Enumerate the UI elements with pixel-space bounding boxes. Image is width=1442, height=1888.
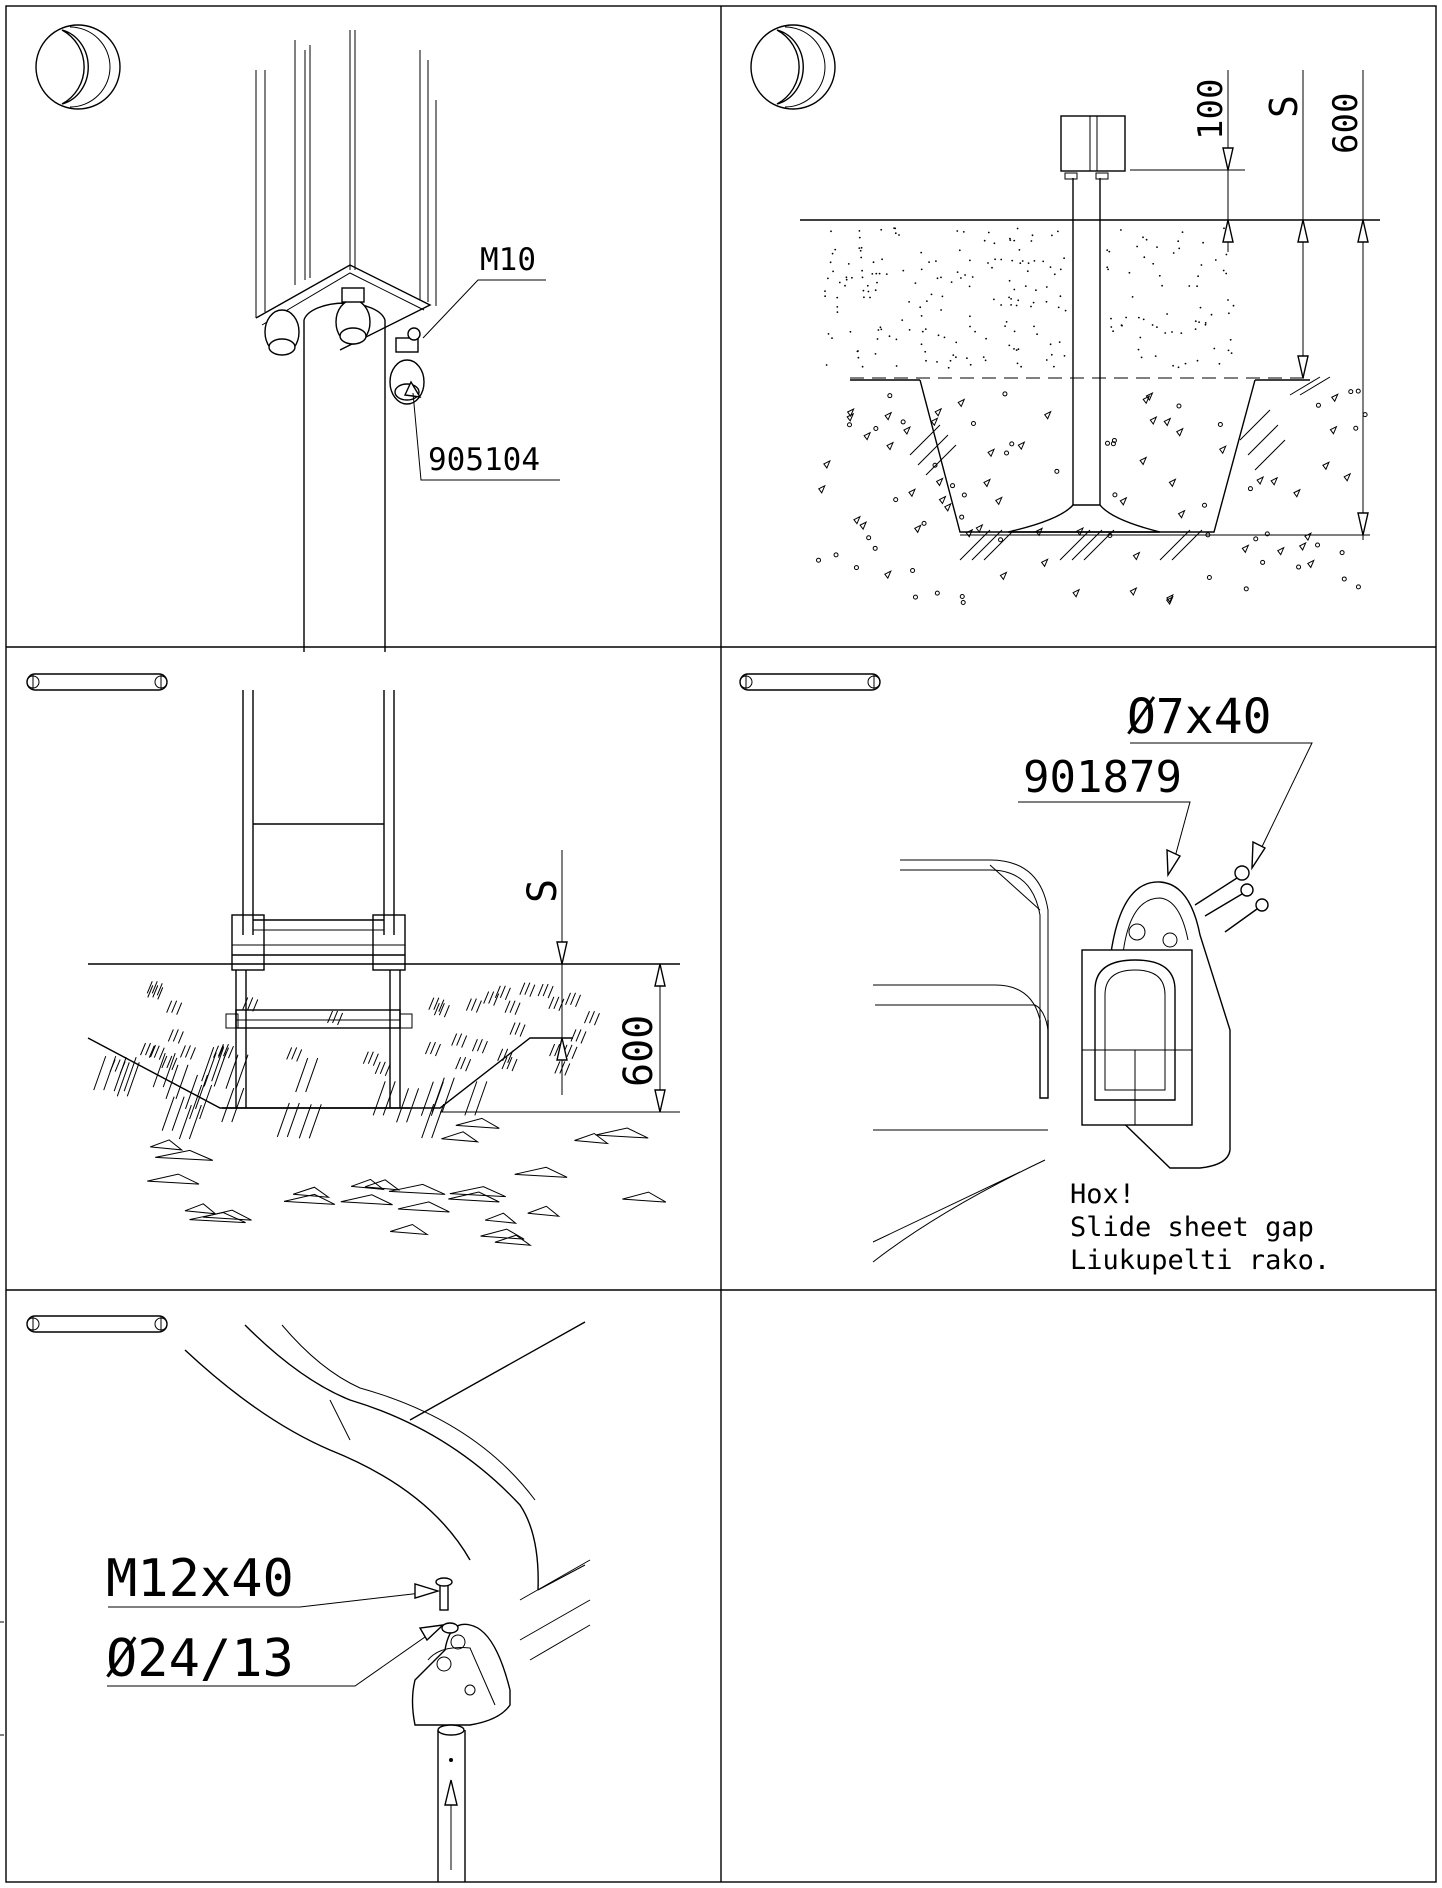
905104-leader bbox=[403, 380, 560, 481]
soil-texture bbox=[93, 981, 667, 1246]
label-901879: 901879 bbox=[1023, 752, 1182, 803]
ground-surface bbox=[800, 219, 1380, 536]
hatch-marks bbox=[909, 376, 1331, 561]
note-liukupelti-rako: Liukupelti rako. bbox=[1070, 1245, 1330, 1276]
dim-s: S bbox=[1262, 95, 1306, 118]
fill-texture bbox=[816, 227, 1368, 606]
dimension-lines bbox=[1130, 70, 1369, 540]
label-screw-size: Ø7x40 bbox=[1127, 689, 1272, 745]
post-tube bbox=[437, 1724, 466, 1882]
label-905104: 905104 bbox=[428, 442, 540, 478]
leaders bbox=[1018, 742, 1313, 878]
moon-symbol-icon bbox=[35, 24, 121, 110]
panel-4-end-cap: Ø7x40 901879 Hox! Slide sheet gap Liukup… bbox=[739, 673, 1330, 1276]
ground-lines bbox=[87, 963, 680, 1113]
panel-5-rail-joint: M12x40 Ø24/13 bbox=[26, 1315, 591, 1882]
label-m10: M10 bbox=[480, 242, 536, 278]
dim-s: S bbox=[520, 879, 566, 903]
panel-3-ladder-foundation: S 600 bbox=[26, 673, 680, 1246]
handrail bbox=[184, 1321, 591, 1661]
moon-symbol-icon bbox=[750, 24, 836, 110]
dim-600: 600 bbox=[616, 1015, 662, 1087]
panel-2-foundation: 100 S 600 bbox=[750, 24, 1380, 606]
bolt-head bbox=[264, 287, 425, 405]
leaders bbox=[107, 1583, 446, 1687]
dimension-lines bbox=[556, 850, 666, 1113]
post-profile bbox=[255, 30, 437, 351]
ladder-frame bbox=[222, 690, 413, 1109]
end-cap bbox=[1081, 881, 1231, 1169]
rail-profile bbox=[872, 859, 1049, 1263]
rail-symbol-icon bbox=[26, 673, 168, 691]
margin-marks bbox=[0, 1621, 4, 1736]
note-slide-sheet-gap: Slide sheet gap bbox=[1070, 1212, 1314, 1243]
dim-100: 100 bbox=[1191, 79, 1231, 140]
label-m12x40: M12x40 bbox=[106, 1549, 294, 1609]
leg-tube bbox=[303, 302, 386, 652]
m10-leader bbox=[422, 279, 546, 339]
panel-1-post-base: M10 905104 bbox=[35, 24, 560, 652]
joint-cap bbox=[411, 1577, 511, 1726]
note-hox: Hox! bbox=[1070, 1179, 1135, 1210]
screws bbox=[1194, 865, 1269, 933]
dim-600: 600 bbox=[1326, 93, 1366, 154]
panel-grid bbox=[5, 5, 1437, 1883]
rail-symbol-icon bbox=[26, 1315, 168, 1333]
rail-symbol-icon bbox=[739, 673, 881, 691]
post bbox=[1007, 115, 1161, 533]
label-washer: Ø24/13 bbox=[106, 1629, 294, 1689]
